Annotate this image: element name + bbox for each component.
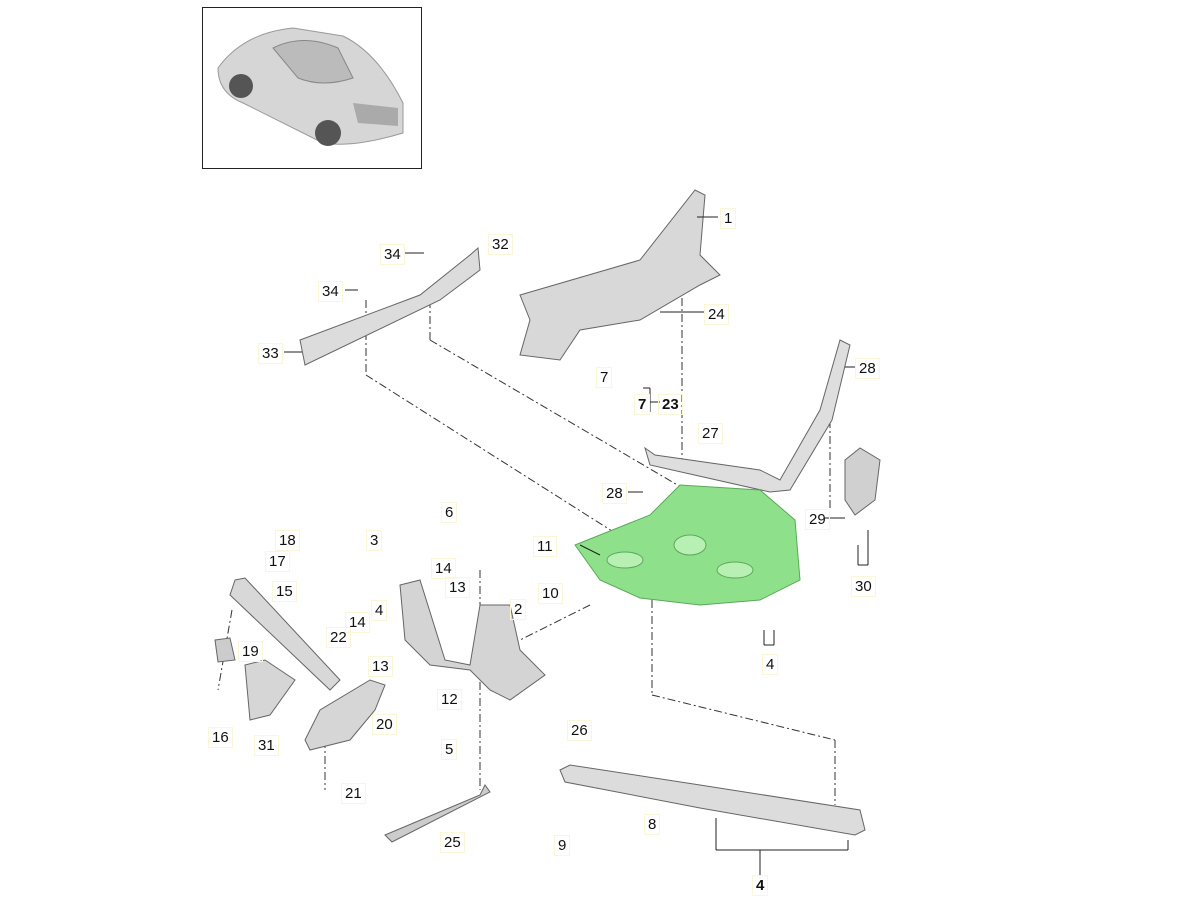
callout-4[interactable]: 4 [762,654,779,675]
callout-24[interactable]: 24 [704,304,729,325]
callout-29[interactable]: 29 [805,509,830,530]
part-19-bracket [214,637,236,663]
callout-7[interactable]: 7 [634,394,651,415]
callout-18[interactable]: 18 [275,530,300,551]
callout-11[interactable]: 11 [533,536,557,557]
callout-23[interactable]: 23 [658,394,683,415]
part-8-crossmember [559,764,866,836]
callout-4[interactable]: 4 [752,875,769,896]
callout-14[interactable]: 14 [431,558,456,579]
callout-15[interactable]: 15 [272,581,297,602]
callout-27[interactable]: 27 [698,423,723,444]
callout-25[interactable]: 25 [440,832,465,853]
callout-2[interactable]: 2 [510,599,527,620]
car-image [217,27,404,146]
callout-6[interactable]: 6 [441,502,458,523]
callout-4[interactable]: 4 [371,600,388,621]
callout-17[interactable]: 17 [265,551,290,572]
callout-16[interactable]: 16 [208,727,233,748]
callout-9[interactable]: 9 [554,835,571,856]
callout-10[interactable]: 10 [538,583,563,604]
callout-19[interactable]: 19 [238,641,263,662]
callout-13[interactable]: 13 [368,656,393,677]
part-29-cover [844,447,881,516]
part-15-arm [229,577,341,691]
callout-26[interactable]: 26 [567,720,592,741]
callout-7[interactable]: 7 [596,367,613,388]
callout-8[interactable]: 8 [644,814,661,835]
part-31-shield [244,659,296,721]
vehicle-thumbnail [202,7,422,169]
callout-21[interactable]: 21 [341,783,366,804]
callout-5[interactable]: 5 [441,739,458,760]
part-33-strut-bar [299,246,481,366]
callout-1[interactable]: 1 [720,208,737,229]
callout-13[interactable]: 13 [445,577,470,598]
part-11-shield-highlighted [574,484,801,606]
part-1-bracket [519,189,721,361]
callout-20[interactable]: 20 [372,714,397,735]
callout-lines [284,216,869,875]
part-20-link [304,679,386,751]
callout-3[interactable]: 3 [366,530,383,551]
callout-34[interactable]: 34 [318,281,343,302]
callout-22[interactable]: 22 [326,627,351,648]
callout-28[interactable]: 28 [602,483,627,504]
callout-28[interactable]: 28 [855,358,880,379]
callout-14[interactable]: 14 [345,612,370,633]
part-25-rod [384,784,491,843]
callout-31[interactable]: 31 [254,735,279,756]
callout-32[interactable]: 32 [488,234,513,255]
part-27-brace [644,339,851,493]
callout-33[interactable]: 33 [258,343,283,364]
callout-12[interactable]: 12 [437,689,462,710]
callout-34[interactable]: 34 [380,244,405,265]
part-2-carrier [399,579,546,701]
callout-30[interactable]: 30 [851,576,876,597]
